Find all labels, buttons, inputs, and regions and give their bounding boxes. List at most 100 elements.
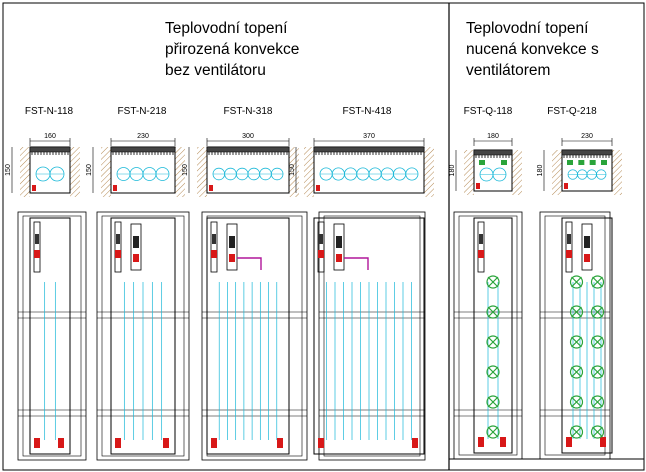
- height-dimension-label: 150: [182, 164, 189, 176]
- valve-connection: [209, 185, 213, 191]
- convector-body-section: [473, 149, 513, 192]
- floor-hatch-left: [464, 150, 474, 195]
- top-grille: [473, 149, 513, 156]
- floor-hatch-right: [424, 147, 434, 197]
- bottom-valve: [34, 438, 40, 448]
- model-label-fst-n-418: FST-N-418: [342, 106, 392, 117]
- valve-body: [479, 234, 483, 244]
- top-grille: [206, 146, 290, 153]
- fan-icon: [590, 425, 605, 439]
- plan-trough: [101, 215, 185, 457]
- fan-blade: [592, 396, 603, 408]
- floor-hatch-right: [512, 150, 522, 195]
- top-grille: [29, 146, 71, 153]
- valve-connection: [229, 254, 235, 262]
- plan-body: [29, 217, 71, 455]
- fan-icon: [569, 365, 584, 379]
- plan-outline: [201, 211, 308, 461]
- return-pipe: [581, 223, 593, 271]
- fan-blade: [571, 426, 582, 438]
- return-pipe: [130, 223, 142, 271]
- model-label-fst-n-118: FST-N-118: [24, 106, 74, 117]
- plan-trough: [206, 215, 303, 457]
- valve-body: [319, 234, 323, 244]
- floor-hatch-right: [612, 150, 622, 195]
- heading-natural-convection: Teplovodní topení přirozená konvekce bez…: [165, 20, 300, 79]
- plan-trough: [544, 215, 606, 456]
- model-label-fst-n-218: FST-N-218: [117, 106, 167, 117]
- width-dimension-label: 180: [487, 133, 499, 140]
- fan-icon: [569, 305, 584, 319]
- supply-pipe: [114, 221, 122, 273]
- bottom-valve: [211, 438, 217, 448]
- valve-connection: [113, 185, 117, 191]
- fan-blade: [592, 276, 603, 288]
- return-pipe: [333, 223, 345, 271]
- bottom-valve: [478, 437, 484, 447]
- fan-icon: [590, 365, 605, 379]
- fan-icon: [486, 365, 500, 379]
- supply-pipe: [565, 221, 573, 273]
- valve-connection: [34, 250, 40, 258]
- unit-fst-n-318: 300 150: [182, 133, 308, 461]
- fan-icon: [486, 425, 500, 439]
- bottom-valve: [58, 438, 64, 448]
- bottom-valve: [600, 437, 606, 447]
- width-dimension-label: 160: [44, 133, 56, 140]
- height-dimension-label: 180: [449, 165, 456, 177]
- fan-blade: [592, 426, 603, 438]
- connecting-pipe: [237, 257, 262, 270]
- fan-section-mark: [578, 160, 585, 165]
- bottom-valve: [115, 438, 121, 448]
- plan-body: [206, 217, 290, 455]
- fan-icon: [569, 425, 584, 439]
- supply-pipe: [33, 221, 41, 273]
- valve-body: [35, 234, 39, 244]
- top-grille: [561, 149, 613, 156]
- valve-connection: [318, 250, 324, 258]
- width-dimension-label: 370: [363, 133, 375, 140]
- fan-icon: [486, 335, 500, 349]
- fan-blade: [487, 426, 499, 438]
- valve-connection: [564, 183, 568, 189]
- plan-outline: [318, 211, 426, 461]
- plan-body: [313, 217, 425, 455]
- fan-icon: [486, 305, 500, 319]
- fan-icon: [590, 275, 605, 289]
- valve-body: [584, 236, 590, 248]
- floor-hatch-right: [70, 147, 80, 197]
- model-label-fst-n-318: FST-N-318: [223, 106, 273, 117]
- return-pipe: [226, 223, 238, 271]
- valve-connection: [336, 254, 342, 262]
- convector-body-section: [561, 149, 613, 192]
- fan-section-mark: [479, 160, 485, 165]
- fan-blade: [592, 306, 603, 318]
- width-dimension-label: 300: [242, 133, 254, 140]
- plan-outline: [17, 211, 87, 461]
- plan-trough: [458, 215, 518, 456]
- fan-icon: [569, 395, 584, 409]
- supply-pipe: [477, 221, 485, 273]
- fan-icon: [486, 395, 500, 409]
- floor-hatch-left: [20, 147, 30, 197]
- plan-body: [561, 217, 613, 454]
- valve-body: [567, 234, 571, 244]
- fan-blade: [487, 366, 499, 378]
- floor-hatch-right: [175, 147, 185, 197]
- valve-connection: [476, 183, 480, 189]
- plan-trough: [22, 215, 82, 457]
- supply-pipe: [210, 221, 218, 273]
- fan-icon: [590, 305, 605, 319]
- plan-body: [110, 217, 176, 455]
- fan-section-mark: [501, 160, 507, 165]
- unit-fst-q-118: 180 180: [449, 133, 523, 460]
- plan-outline: [539, 211, 611, 460]
- fan-icon: [590, 395, 605, 409]
- top-grille: [110, 146, 176, 153]
- connecting-pipe: [344, 257, 369, 270]
- valve-connection: [115, 250, 121, 258]
- valve-body: [212, 234, 216, 244]
- valve-body: [336, 236, 342, 248]
